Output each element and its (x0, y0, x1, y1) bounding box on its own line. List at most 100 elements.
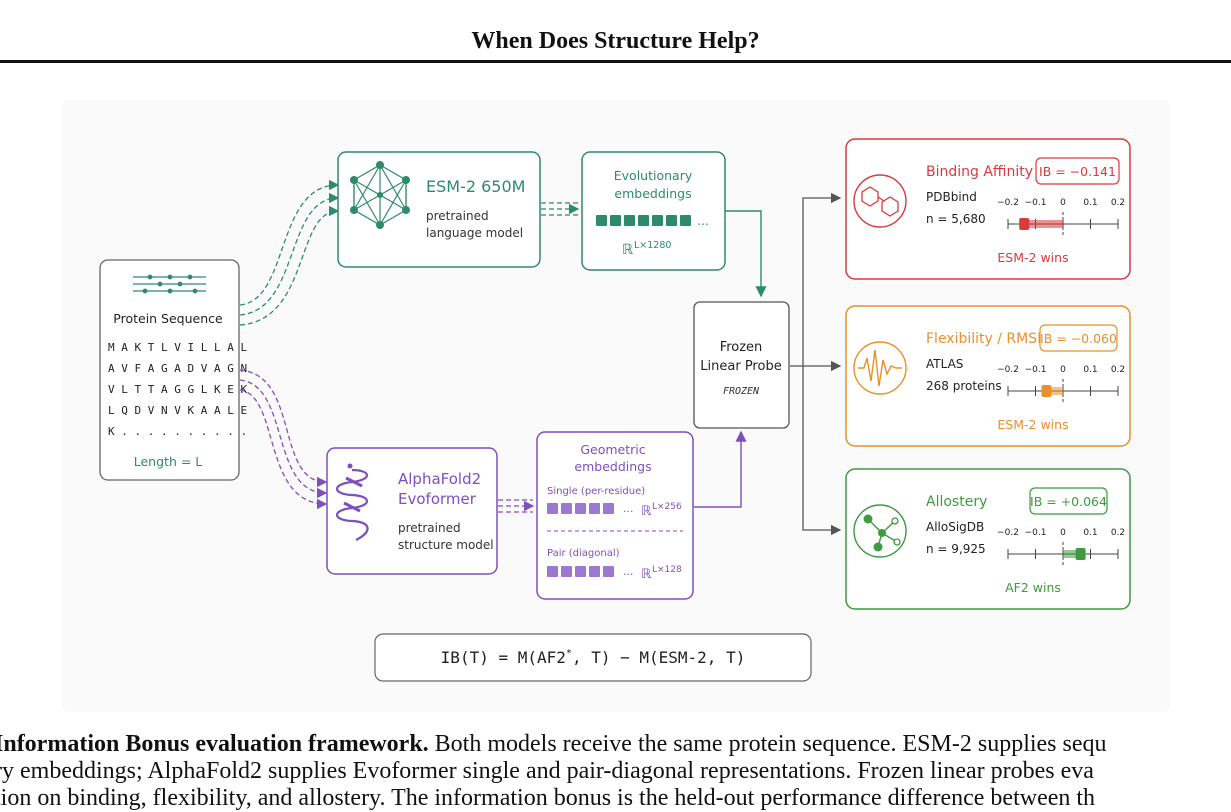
winner-label: AF2 wins (1005, 580, 1061, 595)
dataset-label: PDBbind (926, 190, 977, 204)
probe-tag: FROZEN (723, 386, 760, 397)
esm2-desc-line1: pretrained (426, 209, 489, 223)
task-name: Binding Affinity (926, 164, 1033, 180)
sequence-line: V L T T A G G L K E K (108, 383, 247, 396)
ib-badge: IB = +0.064 (1030, 494, 1107, 509)
evo-dim-base: ℝ (622, 242, 634, 258)
esm2-model-box: ESM-2 650M pretrained language model (337, 151, 541, 268)
graph-network-icon (853, 504, 907, 558)
geo-single-ellipsis: ... (623, 502, 634, 515)
tick-label: −0.1 (1025, 198, 1047, 208)
geo-pair-dim-sup: L×128 (652, 565, 682, 575)
tick-label: 0 (1060, 365, 1066, 375)
protein-helix-icon (335, 468, 369, 541)
tick-label: 0.2 (1111, 198, 1125, 208)
geometric-embeddings-box: Geometric embeddings Single (per-residue… (536, 431, 694, 600)
af2-desc-line1: pretrained (398, 521, 461, 535)
af2-name-line1: AlphaFold2 (398, 470, 481, 488)
tick-label: 0.2 (1111, 528, 1125, 538)
evo-dim-sup: L×1280 (634, 240, 671, 251)
caption-line2: ry embeddings; AlphaFold2 supplies Evofo… (0, 758, 1094, 784)
sequence-line: M A K T L V I L L A L (108, 341, 247, 354)
frozen-linear-probe-box: Frozen Linear Probe FROZEN (693, 301, 790, 429)
af2-to-geo-connector (498, 499, 535, 513)
task-name: Flexibility / RMSF (926, 331, 1045, 347)
af2-name-line2: Evoformer (398, 490, 477, 508)
count-label: 268 proteins (926, 379, 1002, 393)
header-rule (0, 60, 1231, 63)
tick-label: 0.2 (1111, 365, 1125, 375)
formula-star: * (566, 648, 572, 659)
ib-bar (1063, 550, 1081, 558)
evo-to-probe-arrow (725, 210, 767, 298)
geo-pair-dim-base: ℝ (641, 567, 652, 582)
ib-marker (1019, 218, 1030, 230)
geo-title-line2: embeddings (574, 459, 651, 474)
tick-label: −0.2 (997, 528, 1019, 538)
formula-lhs: IB(T) = M(AF2 (441, 648, 566, 667)
input-to-esm-connector (239, 179, 340, 326)
geo-pair-ellipsis: ... (623, 565, 634, 578)
winner-label: ESM-2 wins (997, 250, 1068, 265)
af2-desc-line2: structure model (398, 538, 494, 552)
sequence-line: A V F A G A D V A G N (108, 362, 247, 375)
task-name: Allostery (926, 494, 987, 510)
formula-rhs: , T) − M(ESM-2, T) (572, 648, 745, 667)
evolutionary-embeddings-box: Evolutionary embeddings ... ℝ L×1280 (581, 151, 726, 271)
dataset-label: AlloSigDB (926, 520, 984, 534)
molecule-icon (853, 174, 907, 228)
probe-line2: Linear Probe (700, 359, 781, 374)
winner-label: ESM-2 wins (997, 417, 1068, 432)
waveform-icon (853, 341, 907, 395)
information-bonus-formula: IB(T) = M(AF2*, T) − M(ESM-2, T) (374, 633, 812, 682)
count-label: n = 9,925 (926, 542, 986, 556)
geo-single-blocks (547, 503, 614, 514)
evo-title-line1: Evolutionary (614, 168, 693, 183)
count-label: n = 5,680 (926, 212, 986, 226)
figure-caption: Information Bonus evaluation framework. … (0, 731, 1231, 812)
evo-ellipsis: ... (697, 214, 708, 228)
ib-marker (1041, 385, 1052, 397)
geo-to-probe-arrow (694, 430, 747, 508)
ib-marker (1075, 548, 1086, 560)
geo-single-label: Single (per-residue) (547, 486, 645, 497)
geo-title-line1: Geometric (580, 442, 645, 457)
geo-single-dim-base: ℝ (641, 504, 652, 519)
caption-line3: tion on binding, flexibility, and allost… (0, 785, 1096, 811)
ib-bar (1046, 387, 1063, 395)
dataset-label: ATLAS (926, 357, 963, 371)
input-to-af2-connector (239, 369, 328, 510)
tick-label: −0.2 (997, 198, 1019, 208)
alphafold2-model-box: AlphaFold2 Evoformer pretrained structur… (326, 447, 498, 575)
sequence-glyph-icon (133, 274, 206, 294)
tick-label: −0.2 (997, 365, 1019, 375)
svg-text:IB(T) = M(AF2*, T) − M(ESM-2,: IB(T) = M(AF2*, T) − M(ESM-2, T) (441, 648, 746, 667)
ib-bar (1024, 220, 1063, 228)
sequence-line: L Q D V N V K A A L E (108, 404, 247, 417)
tick-label: 0 (1060, 528, 1066, 538)
geo-pair-blocks (547, 566, 614, 577)
sequence-line: K . . . . . . . . . . (108, 425, 247, 438)
tick-label: 0 (1060, 198, 1066, 208)
esm2-desc-line2: language model (426, 226, 523, 240)
ib-badge: IB = −0.060 (1040, 331, 1117, 346)
probe-to-tasks-arrows (790, 192, 842, 536)
evo-token-blocks (596, 215, 691, 226)
evo-title-line2: embeddings (614, 186, 691, 201)
tick-label: −0.1 (1025, 528, 1047, 538)
geo-pair-label: Pair (diagonal) (547, 548, 620, 559)
page-header: When Does Structure Help? (471, 28, 760, 54)
geo-single-dim-sup: L×256 (652, 502, 682, 512)
ib-badge: IB = −0.141 (1039, 164, 1116, 179)
esm2-name: ESM-2 650M (426, 177, 525, 196)
protein-sequence-box: Protein Sequence M A K T L V I L L A L A… (99, 259, 247, 481)
esm-to-evo-connector (541, 202, 580, 216)
tick-label: 0.1 (1083, 198, 1097, 208)
caption-text1: Both models receive the same protein seq… (428, 731, 1107, 757)
tick-label: 0.1 (1083, 365, 1097, 375)
caption-bold: Information Bonus evaluation framework. (0, 731, 429, 757)
